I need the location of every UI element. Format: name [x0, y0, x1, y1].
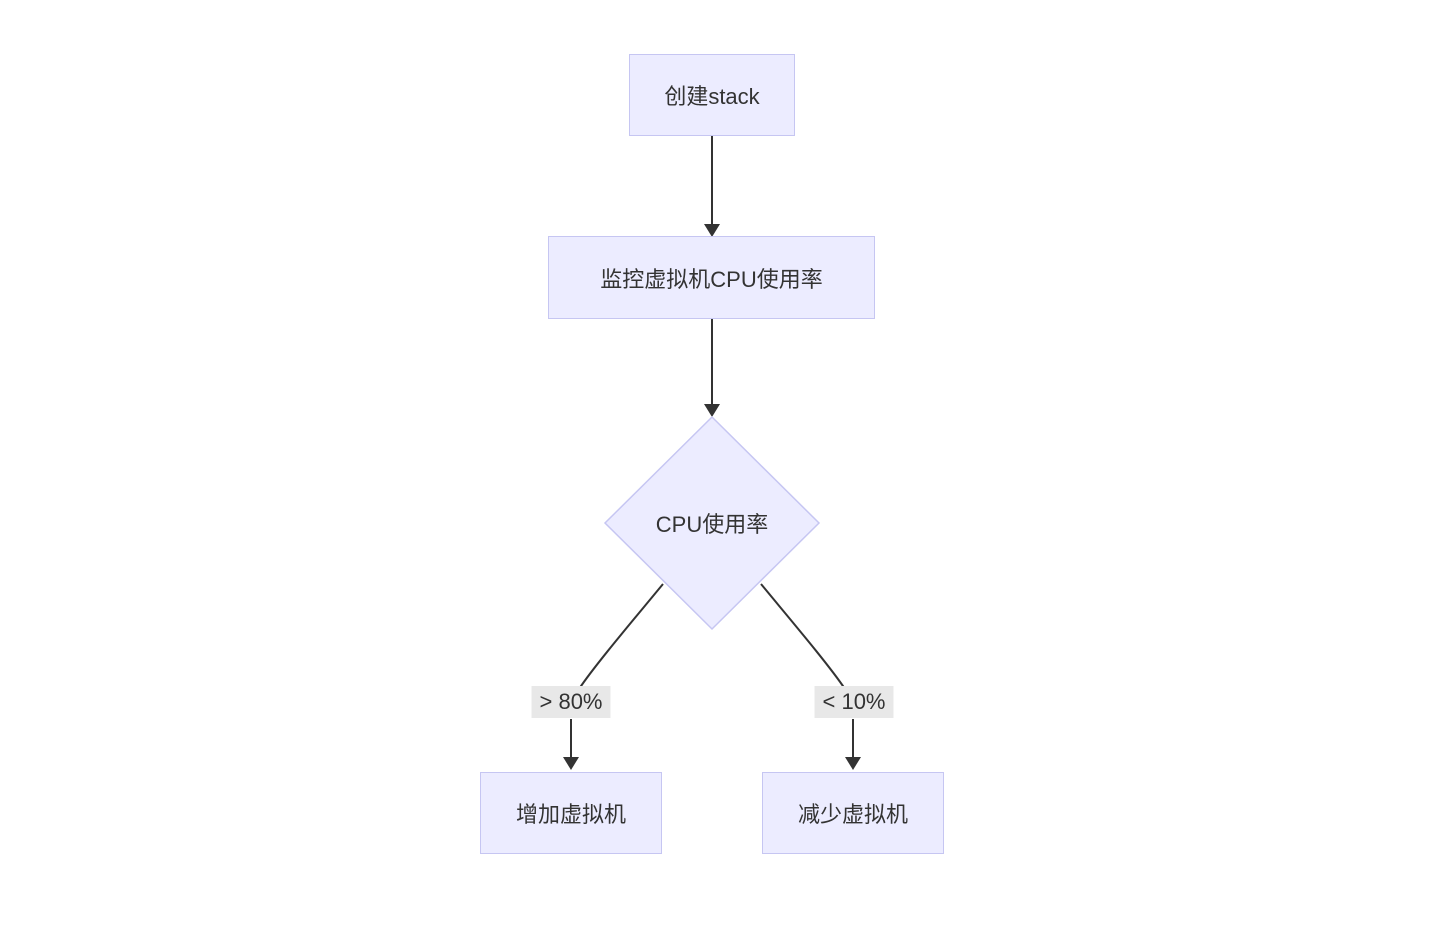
node-monitor-cpu: 监控虚拟机CPU使用率 [548, 236, 875, 319]
arrowhead-icon [845, 757, 861, 770]
edge-label-lt-10: < 10% [814, 686, 894, 718]
node-add-vm-label: 增加虚拟机 [515, 802, 626, 827]
node-reduce-vm: 减少虚拟机 [762, 772, 944, 854]
arrowhead-icon [704, 224, 720, 237]
node-create-stack: 创建stack [629, 54, 795, 136]
edge-label-gt-80: > 80% [531, 686, 611, 718]
decision-cpu-usage: CPU使用率 [612, 503, 812, 543]
decision-diamond-shape [603, 415, 821, 631]
arrowhead-icon [704, 404, 720, 417]
node-monitor-cpu-label: 监控虚拟机CPU使用率 [600, 266, 823, 292]
node-reduce-vm-label: 减少虚拟机 [797, 802, 908, 827]
edge-decision-to-add [578, 583, 664, 690]
decision-cpu-usage-label: CPU使用率 [655, 512, 769, 537]
edge-decision-to-reduce [760, 583, 846, 690]
arrowhead-icon [563, 757, 579, 770]
node-add-vm: 增加虚拟机 [480, 772, 662, 854]
node-create-stack-label: 创建stack [664, 84, 760, 109]
